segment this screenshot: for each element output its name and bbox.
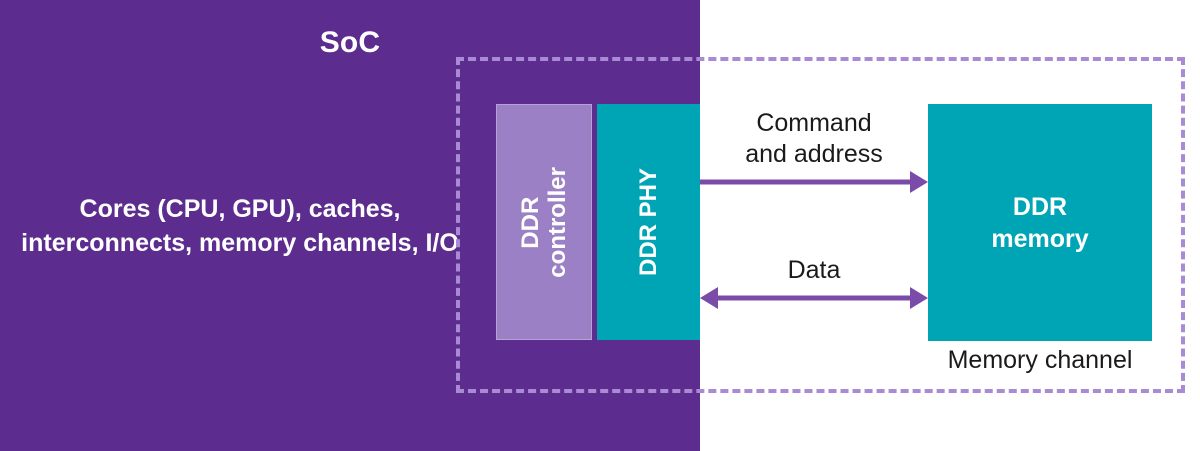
memory-channel-caption: Memory channel xyxy=(947,346,1133,374)
ddr-phy-block: DDR PHY xyxy=(597,104,700,340)
ddr-memory-label: DDR memory xyxy=(991,192,1089,253)
data-arrow-head-right xyxy=(910,287,928,309)
command-and-address-arrow xyxy=(700,171,928,193)
ddr-controller-label: DDR controller xyxy=(517,166,571,278)
ddr-phy-label: DDR PHY xyxy=(635,167,662,276)
data-label: Data xyxy=(787,256,841,284)
soc-title: SoC xyxy=(319,26,381,59)
data-arrow xyxy=(700,287,928,309)
data-arrow-head-left xyxy=(700,287,718,309)
soc-body-text: Cores (CPU, GPU), caches, interconnects,… xyxy=(21,195,459,257)
memory-channel-boundary xyxy=(456,57,1185,393)
ddr-memory-block: DDR memory xyxy=(928,104,1152,341)
command-arrow-head-right xyxy=(910,171,928,193)
ddr-controller-block: DDR controller xyxy=(496,104,592,340)
command-and-address-label: Command and address xyxy=(745,109,883,168)
